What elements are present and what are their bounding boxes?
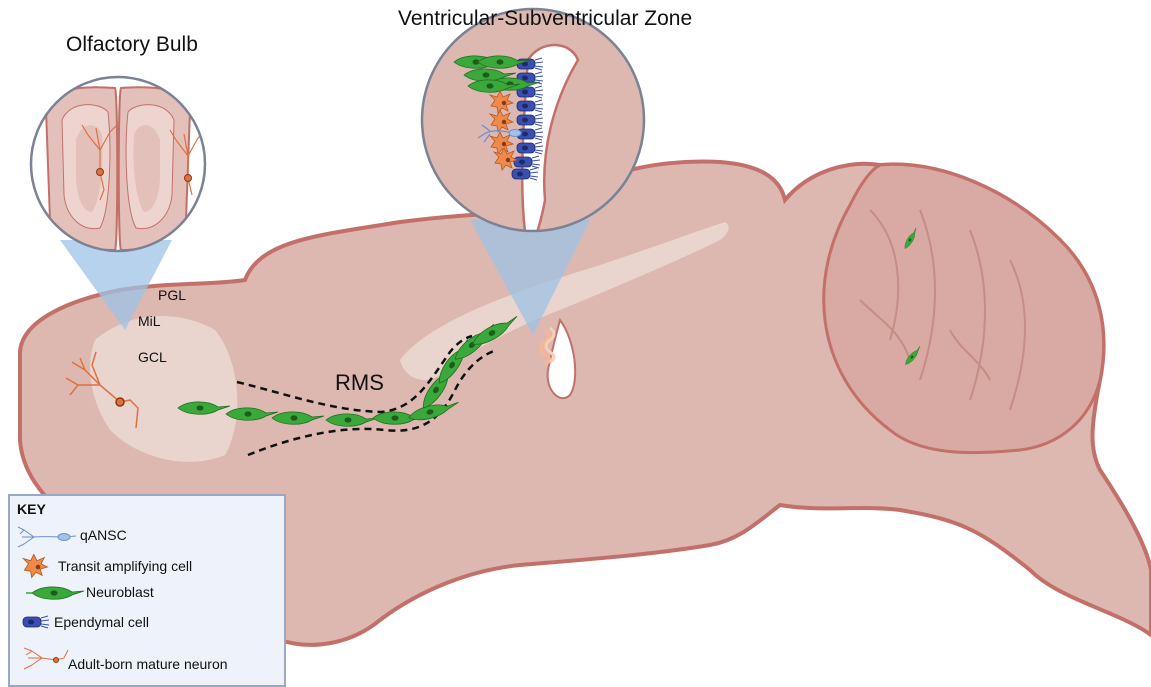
key-label-ependymal-cell: Ependymal cell xyxy=(54,614,149,630)
neuroblast-icon xyxy=(24,582,86,604)
layer-label-mil: MiL xyxy=(138,313,161,329)
key-label-neuroblast: Neuroblast xyxy=(86,584,154,600)
olfactory-bulb-title: Olfactory Bulb xyxy=(66,33,198,57)
qansc-cell-icon xyxy=(14,524,80,550)
olfactory-bulb-inset xyxy=(31,77,206,251)
layer-label-pgl: PGL xyxy=(158,287,186,303)
layer-label-gcl: GCL xyxy=(138,349,167,365)
rms-label: RMS xyxy=(335,370,384,396)
key-label-qansc: qANSC xyxy=(80,527,127,543)
ependymal-cell-icon xyxy=(16,612,56,632)
key-label-transit-amplifying-cell: Transit amplifying cell xyxy=(58,558,192,574)
key-title: KEY xyxy=(17,501,46,517)
key-legend: KEY qANSC Transit amplifying cell Neurob… xyxy=(8,494,286,687)
cerebellum xyxy=(824,164,1104,452)
vsvz-title: Ventricular-Subventricular Zone xyxy=(398,7,692,31)
transit-amplifying-cell-icon xyxy=(18,554,58,580)
key-label-mature-neuron: Adult-born mature neuron xyxy=(68,656,228,672)
mature-neuron-icon xyxy=(16,646,72,672)
